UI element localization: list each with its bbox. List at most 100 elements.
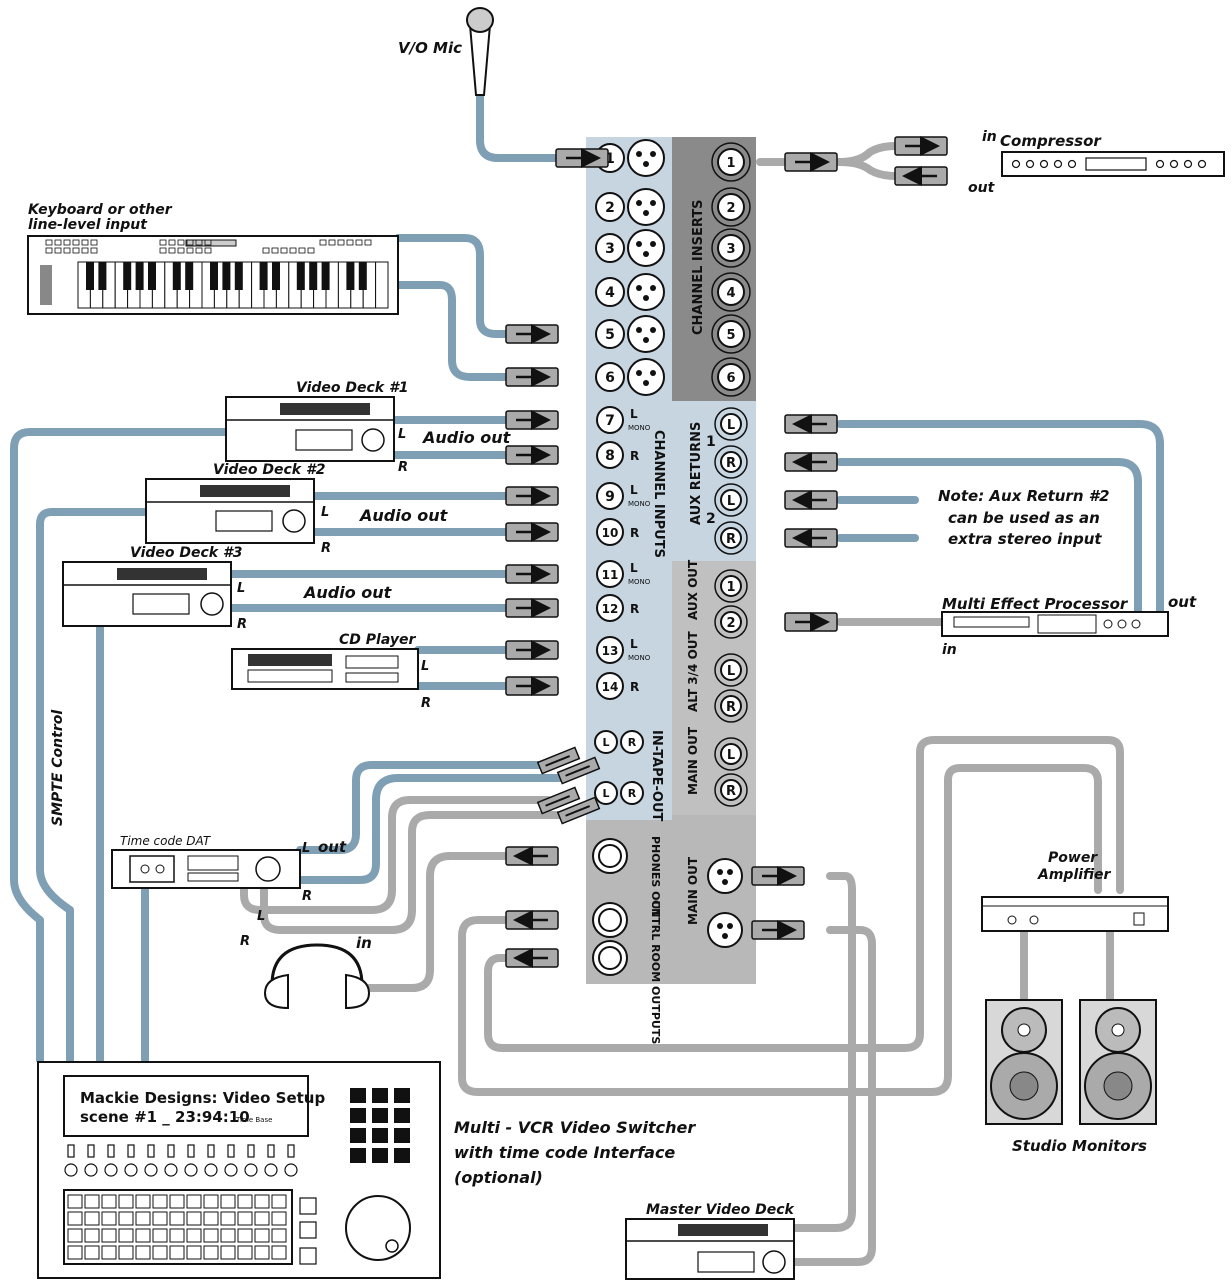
switcher-key[interactable] [254,1194,270,1209]
switcher-key[interactable] [254,1228,270,1243]
switcher-pad[interactable] [372,1128,388,1143]
main-out-xlr-r-jack[interactable] [707,912,743,948]
switcher-key[interactable] [135,1228,151,1243]
switcher-key[interactable] [237,1211,253,1226]
switcher-key[interactable] [169,1194,185,1209]
switcher-key[interactable] [84,1194,100,1209]
aux-return-2-r-jack[interactable]: R [714,521,748,555]
switcher-key[interactable] [101,1228,117,1243]
main-out-l-jack[interactable]: L [714,737,748,771]
channel-14-jack[interactable] [596,672,624,700]
switcher-key[interactable] [203,1228,219,1243]
channel-7-jack[interactable] [596,406,624,434]
channel-4-line-jack[interactable] [595,277,625,307]
switcher-key[interactable] [220,1228,236,1243]
switcher-side-key[interactable] [299,1247,317,1265]
switcher-pad[interactable] [350,1148,366,1163]
switcher-pad[interactable] [350,1128,366,1143]
channel-5-line-jack[interactable] [595,319,625,349]
switcher-key[interactable] [186,1245,202,1260]
switcher-button[interactable] [124,1163,138,1177]
switcher-key[interactable] [220,1211,236,1226]
channel-6-line-jack[interactable] [595,362,625,392]
switcher-pad[interactable] [394,1108,410,1123]
switcher-button[interactable] [84,1163,98,1177]
tape-out-r-jack[interactable]: R [620,781,644,805]
switcher-key[interactable] [203,1211,219,1226]
switcher-key[interactable] [237,1194,253,1209]
switcher-key[interactable] [67,1228,83,1243]
switcher-key[interactable] [135,1211,151,1226]
switcher-key[interactable] [84,1228,100,1243]
channel-8-jack[interactable] [596,441,624,469]
insert-5-jack[interactable]: 5 [711,314,751,354]
switcher-button[interactable] [264,1163,278,1177]
switcher-key[interactable] [152,1194,168,1209]
tape-in-r-jack[interactable]: R [620,730,644,754]
main-out-r-jack[interactable]: R [714,773,748,807]
phones-jack[interactable] [592,838,628,874]
switcher-key[interactable] [220,1245,236,1260]
switcher-key[interactable] [237,1228,253,1243]
switcher-key[interactable] [84,1211,100,1226]
switcher-key[interactable] [118,1228,134,1243]
channel-3-xlr-jack[interactable] [627,229,665,267]
switcher-key[interactable] [271,1211,287,1226]
switcher-key[interactable] [271,1245,287,1260]
switcher-pad[interactable] [394,1148,410,1163]
channel-2-line-jack[interactable] [595,192,625,222]
switcher-key[interactable] [67,1211,83,1226]
switcher-key[interactable] [186,1228,202,1243]
alt34-l-jack[interactable]: L [714,653,748,687]
channel-3-line-jack[interactable] [595,233,625,263]
insert-1-jack[interactable]: 1 [711,142,751,182]
insert-6-jack[interactable]: 6 [711,357,751,397]
aux-return-1-l-jack[interactable]: L [714,407,748,441]
switcher-button[interactable] [164,1163,178,1177]
switcher-key[interactable] [186,1211,202,1226]
switcher-key[interactable] [254,1245,270,1260]
switcher-key[interactable] [101,1211,117,1226]
switcher-key[interactable] [67,1194,83,1209]
switcher-side-key[interactable] [299,1221,317,1239]
switcher-key[interactable] [220,1194,236,1209]
switcher-button[interactable] [104,1163,118,1177]
channel-2-xlr-jack[interactable] [627,188,665,226]
tape-in-l-jack[interactable]: L [594,730,618,754]
switcher-key[interactable] [203,1245,219,1260]
channel-1-xlr-jack[interactable] [627,139,665,177]
switcher-key[interactable] [271,1228,287,1243]
switcher-button[interactable] [144,1163,158,1177]
switcher-pad[interactable] [372,1108,388,1123]
switcher-pad[interactable] [372,1148,388,1163]
alt34-r-jack[interactable]: R [714,689,748,723]
switcher-key[interactable] [152,1211,168,1226]
switcher-pad[interactable] [372,1088,388,1103]
channel-4-xlr-jack[interactable] [627,273,665,311]
switcher-key[interactable] [169,1211,185,1226]
aux-out-1-jack[interactable]: 1 [714,569,748,603]
main-out-xlr-l-jack[interactable] [707,858,743,894]
channel-9-jack[interactable] [596,482,624,510]
switcher-button[interactable] [204,1163,218,1177]
switcher-button[interactable] [64,1163,78,1177]
channel-13-jack[interactable] [596,636,624,664]
switcher-button[interactable] [184,1163,198,1177]
switcher-key[interactable] [203,1194,219,1209]
switcher-side-key[interactable] [299,1197,317,1215]
channel-6-xlr-jack[interactable] [627,358,665,396]
switcher-key[interactable] [169,1228,185,1243]
switcher-key[interactable] [118,1245,134,1260]
switcher-button[interactable] [224,1163,238,1177]
insert-2-jack[interactable]: 2 [711,187,751,227]
switcher-key[interactable] [118,1211,134,1226]
switcher-key[interactable] [101,1194,117,1209]
insert-4-jack[interactable]: 4 [711,272,751,312]
switcher-pad[interactable] [394,1088,410,1103]
switcher-key[interactable] [84,1245,100,1260]
ctrl-room-r-jack[interactable] [592,940,628,976]
aux-return-1-r-jack[interactable]: R [714,445,748,479]
channel-10-jack[interactable] [596,518,624,546]
channel-12-jack[interactable] [596,594,624,622]
switcher-key[interactable] [135,1245,151,1260]
